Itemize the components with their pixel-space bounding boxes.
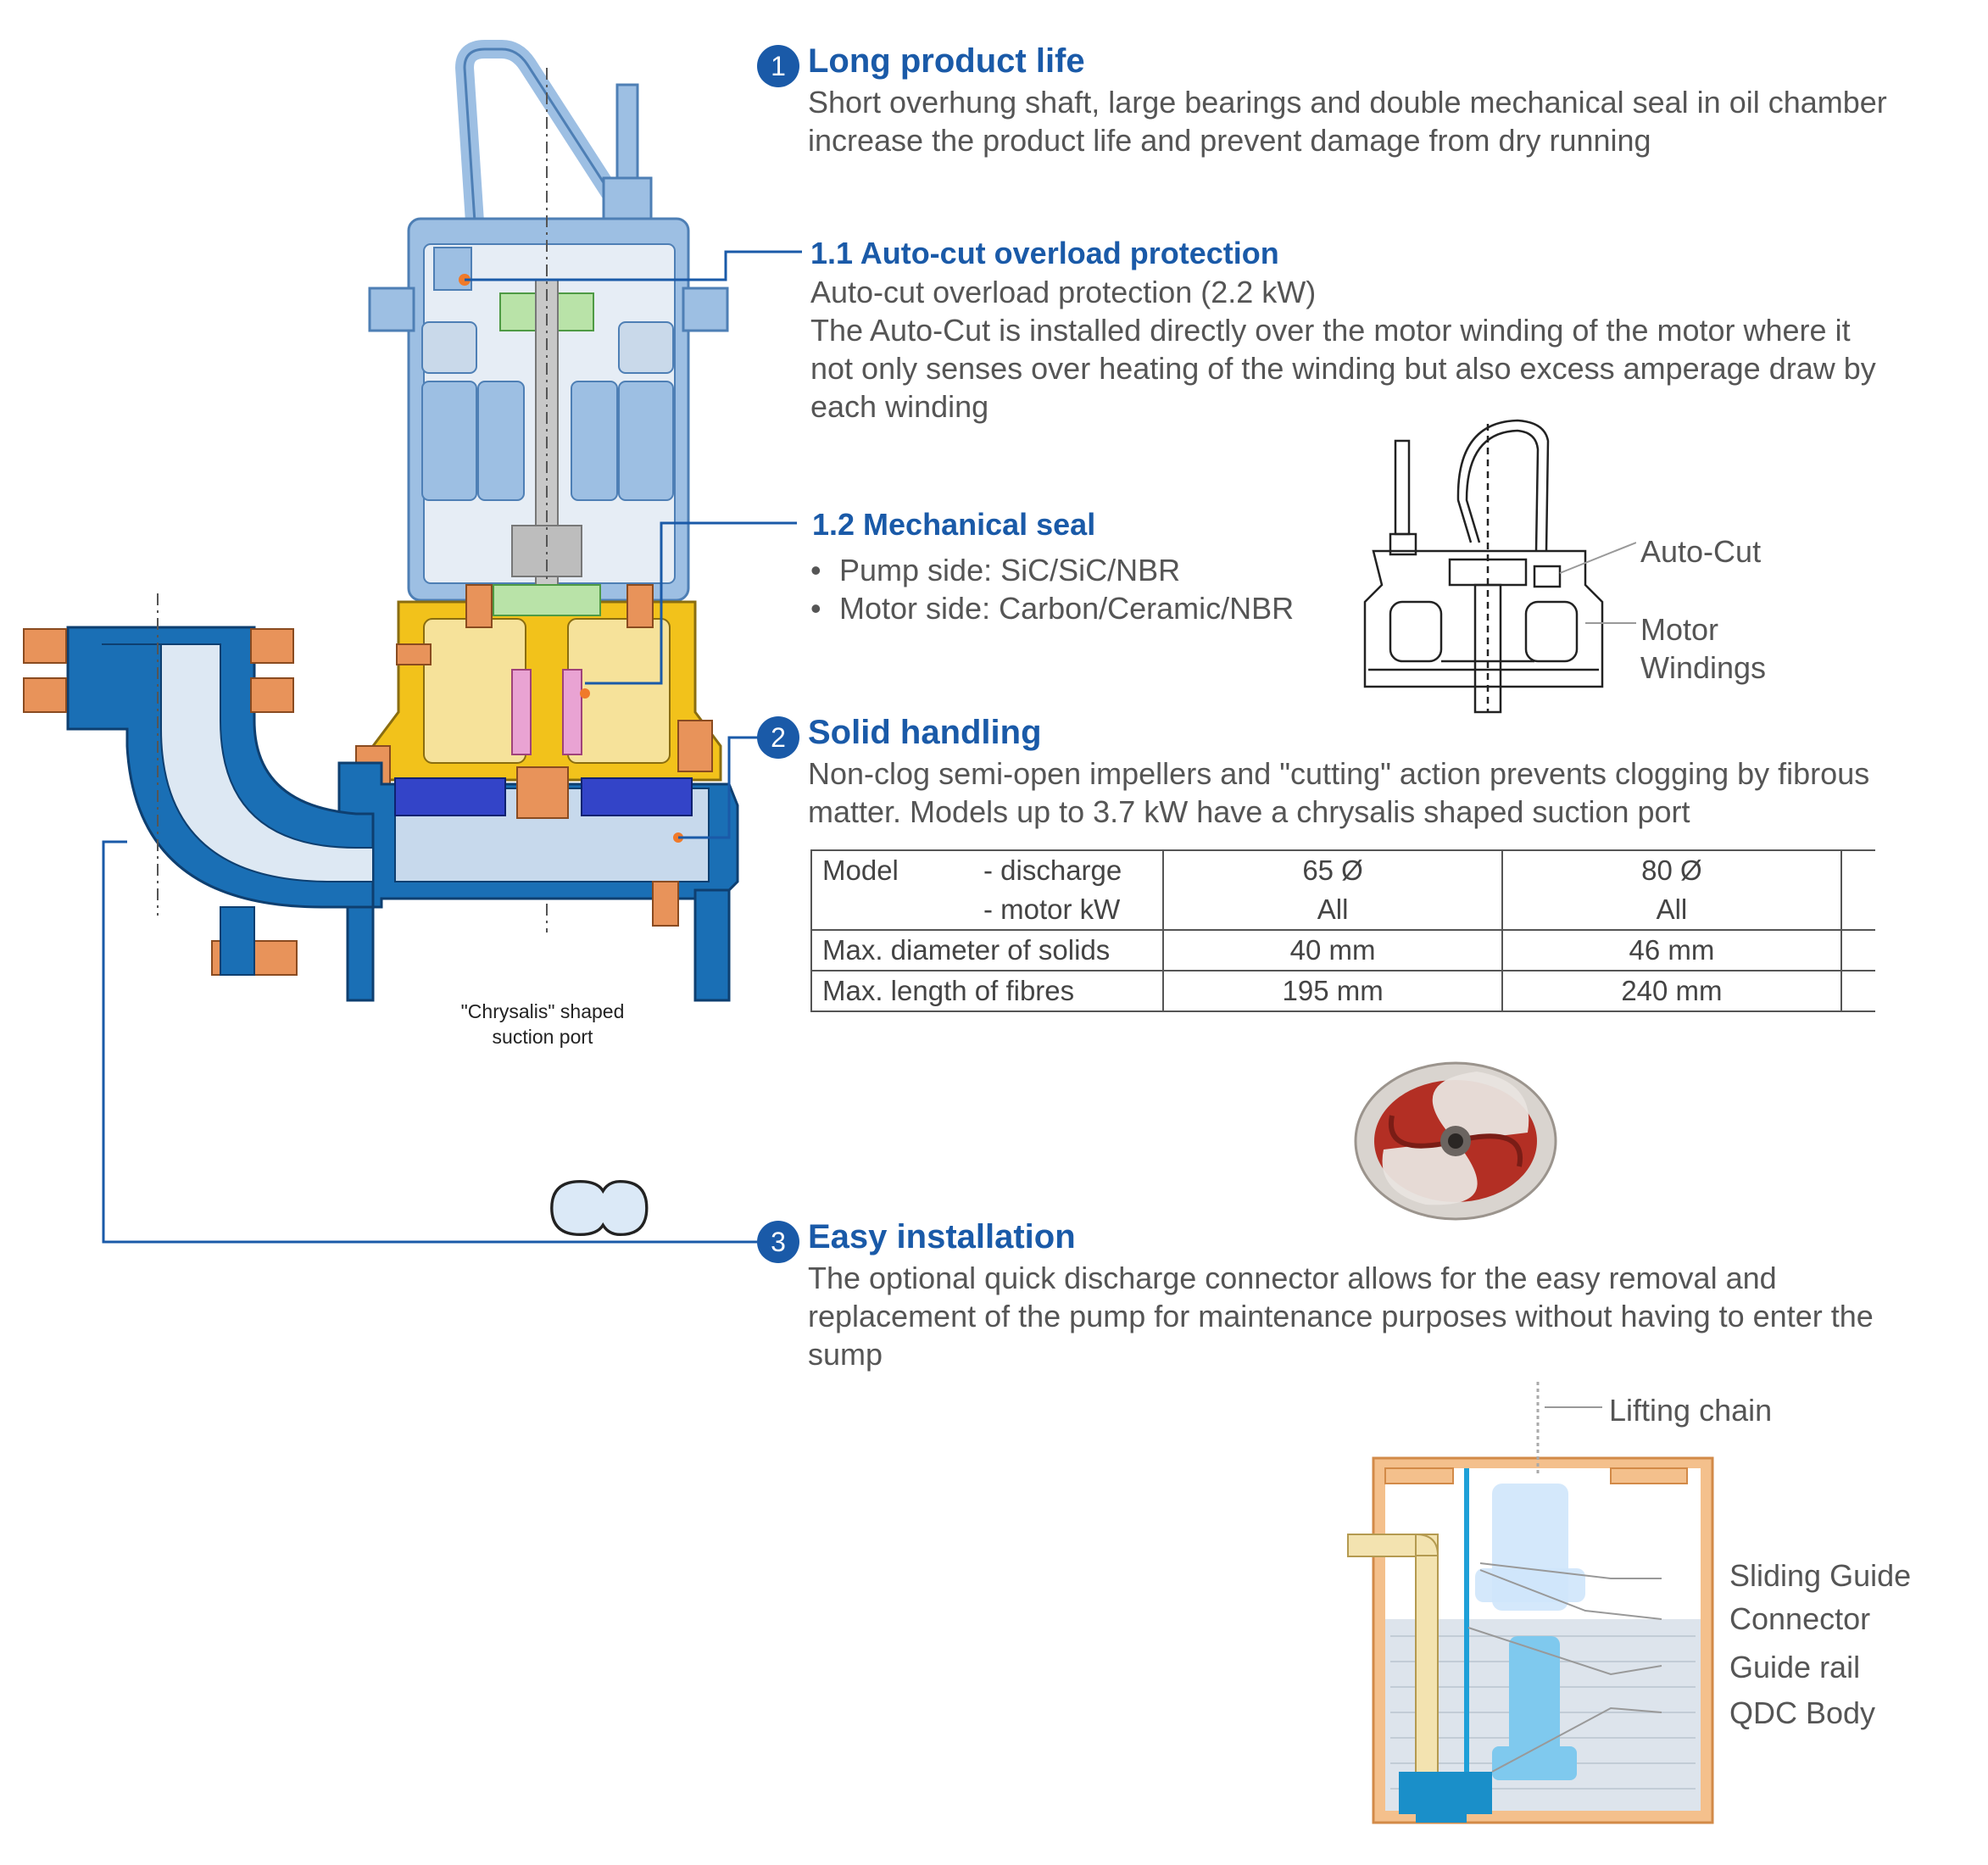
section-1-1-body: The Auto-Cut is installed directly over … — [810, 313, 1876, 424]
table-row: Max. length of fibres 195 mm 240 mm — [810, 970, 1875, 1012]
col1-kw: All — [1317, 894, 1349, 925]
table-model-label: Model — [822, 855, 899, 886]
motor-winding-left — [421, 381, 477, 501]
table-cell: 65 Ø All — [1162, 849, 1504, 931]
col2-discharge: 80 Ø — [1641, 855, 1702, 886]
motor-winding-right — [571, 381, 618, 501]
impeller-right — [581, 777, 693, 816]
col2-diameter: 46 mm — [1501, 929, 1842, 971]
section-1-1-title: 1.1 Auto-cut overload protection — [810, 236, 1279, 270]
chrysalis-caption-line1: "Chrysalis" shaped — [460, 1000, 625, 1022]
impeller-left — [394, 777, 506, 816]
mechanical-seal-list: •Pump side: SiC/SiC/NBR •Motor side: Car… — [810, 551, 1294, 627]
leader-auto-cut — [465, 250, 802, 281]
col2-length: 240 mm — [1501, 970, 1842, 1012]
motor-windings-label-line1: Motor — [1640, 612, 1719, 647]
leader-mechanical-seal — [585, 521, 797, 685]
list-item: •Pump side: SiC/SiC/NBR — [810, 553, 1181, 587]
section-1-2-title: 1.2 Mechanical seal — [812, 507, 1096, 542]
section-2-body: Non-clog semi-open impellers and "cuttin… — [808, 756, 1870, 829]
col2-kw: All — [1656, 894, 1688, 925]
section-3-badge: 3 — [757, 1221, 799, 1263]
section-2-badge: 2 — [757, 716, 799, 759]
mechanical-seal-left — [511, 669, 532, 755]
auto-cut-diagram — [1363, 419, 1636, 714]
table-cell: 80 Ø All — [1501, 849, 1842, 931]
section-1-body: Short overhung shaft, large bearings and… — [808, 85, 1887, 158]
col1-length: 195 mm — [1162, 970, 1504, 1012]
section-3-body: The optional quick discharge connector a… — [808, 1261, 1874, 1372]
pump-cross-section-diagram — [23, 40, 739, 1237]
col1-diameter: 40 mm — [1162, 929, 1504, 971]
seal-motor-side: Motor side: Carbon/Ceramic/NBR — [839, 591, 1295, 626]
row-diameter-label: Max. diameter of solids — [810, 929, 1165, 971]
lifting-chain-label: Lifting chain — [1609, 1393, 1773, 1428]
mechanical-seal-right — [562, 669, 582, 755]
lower-bearing — [493, 584, 601, 616]
col1-discharge: 65 Ø — [1302, 855, 1363, 886]
list-item: •Motor side: Carbon/Ceramic/NBR — [810, 591, 1295, 626]
discharge-pipe — [1415, 1534, 1439, 1781]
section-3-title: Easy installation — [808, 1218, 1076, 1255]
guide-rail-label: Guide rail — [1729, 1650, 1861, 1684]
chrysalis-caption: "Chrysalis" shaped suction port — [441, 999, 644, 1049]
table-motor-kw-label: - motor kW — [983, 894, 1121, 925]
chrysalis-suction-port-shape — [550, 1179, 649, 1237]
solids-spec-table: Model - discharge - motor kW 65 Ø All 80… — [810, 849, 1875, 1012]
motor-windings-label-line2: Windings — [1640, 650, 1767, 685]
section-2-title: Solid handling — [808, 714, 1042, 751]
table-discharge-label: - discharge — [983, 855, 1122, 886]
section-1-title: Long product life — [808, 42, 1085, 80]
leader-solid-handling — [678, 736, 760, 839]
table-row: Max. diameter of solids 40 mm 46 mm — [810, 929, 1875, 971]
impeller-illustration — [1354, 1061, 1557, 1221]
section-1-1-line1: Auto-cut overload protection (2.2 kW) — [810, 275, 1317, 309]
seal-pump-side: Pump side: SiC/SiC/NBR — [839, 553, 1181, 587]
table-cell: Model - discharge - motor kW — [810, 849, 1165, 931]
leader-easy-installation — [102, 840, 757, 1244]
chrysalis-caption-line2: suction port — [492, 1026, 593, 1048]
row-length-label: Max. length of fibres — [810, 970, 1165, 1012]
connector-label: Connector — [1729, 1601, 1871, 1636]
installed-pump — [1509, 1636, 1560, 1763]
installation-diagram — [1347, 1382, 1714, 1824]
sliding-guide-label: Sliding Guide — [1729, 1558, 1912, 1593]
auto-cut-label: Auto-Cut — [1640, 534, 1762, 569]
qdc-body-label: QDC Body — [1729, 1695, 1876, 1730]
section-1-badge: 1 — [757, 45, 799, 87]
